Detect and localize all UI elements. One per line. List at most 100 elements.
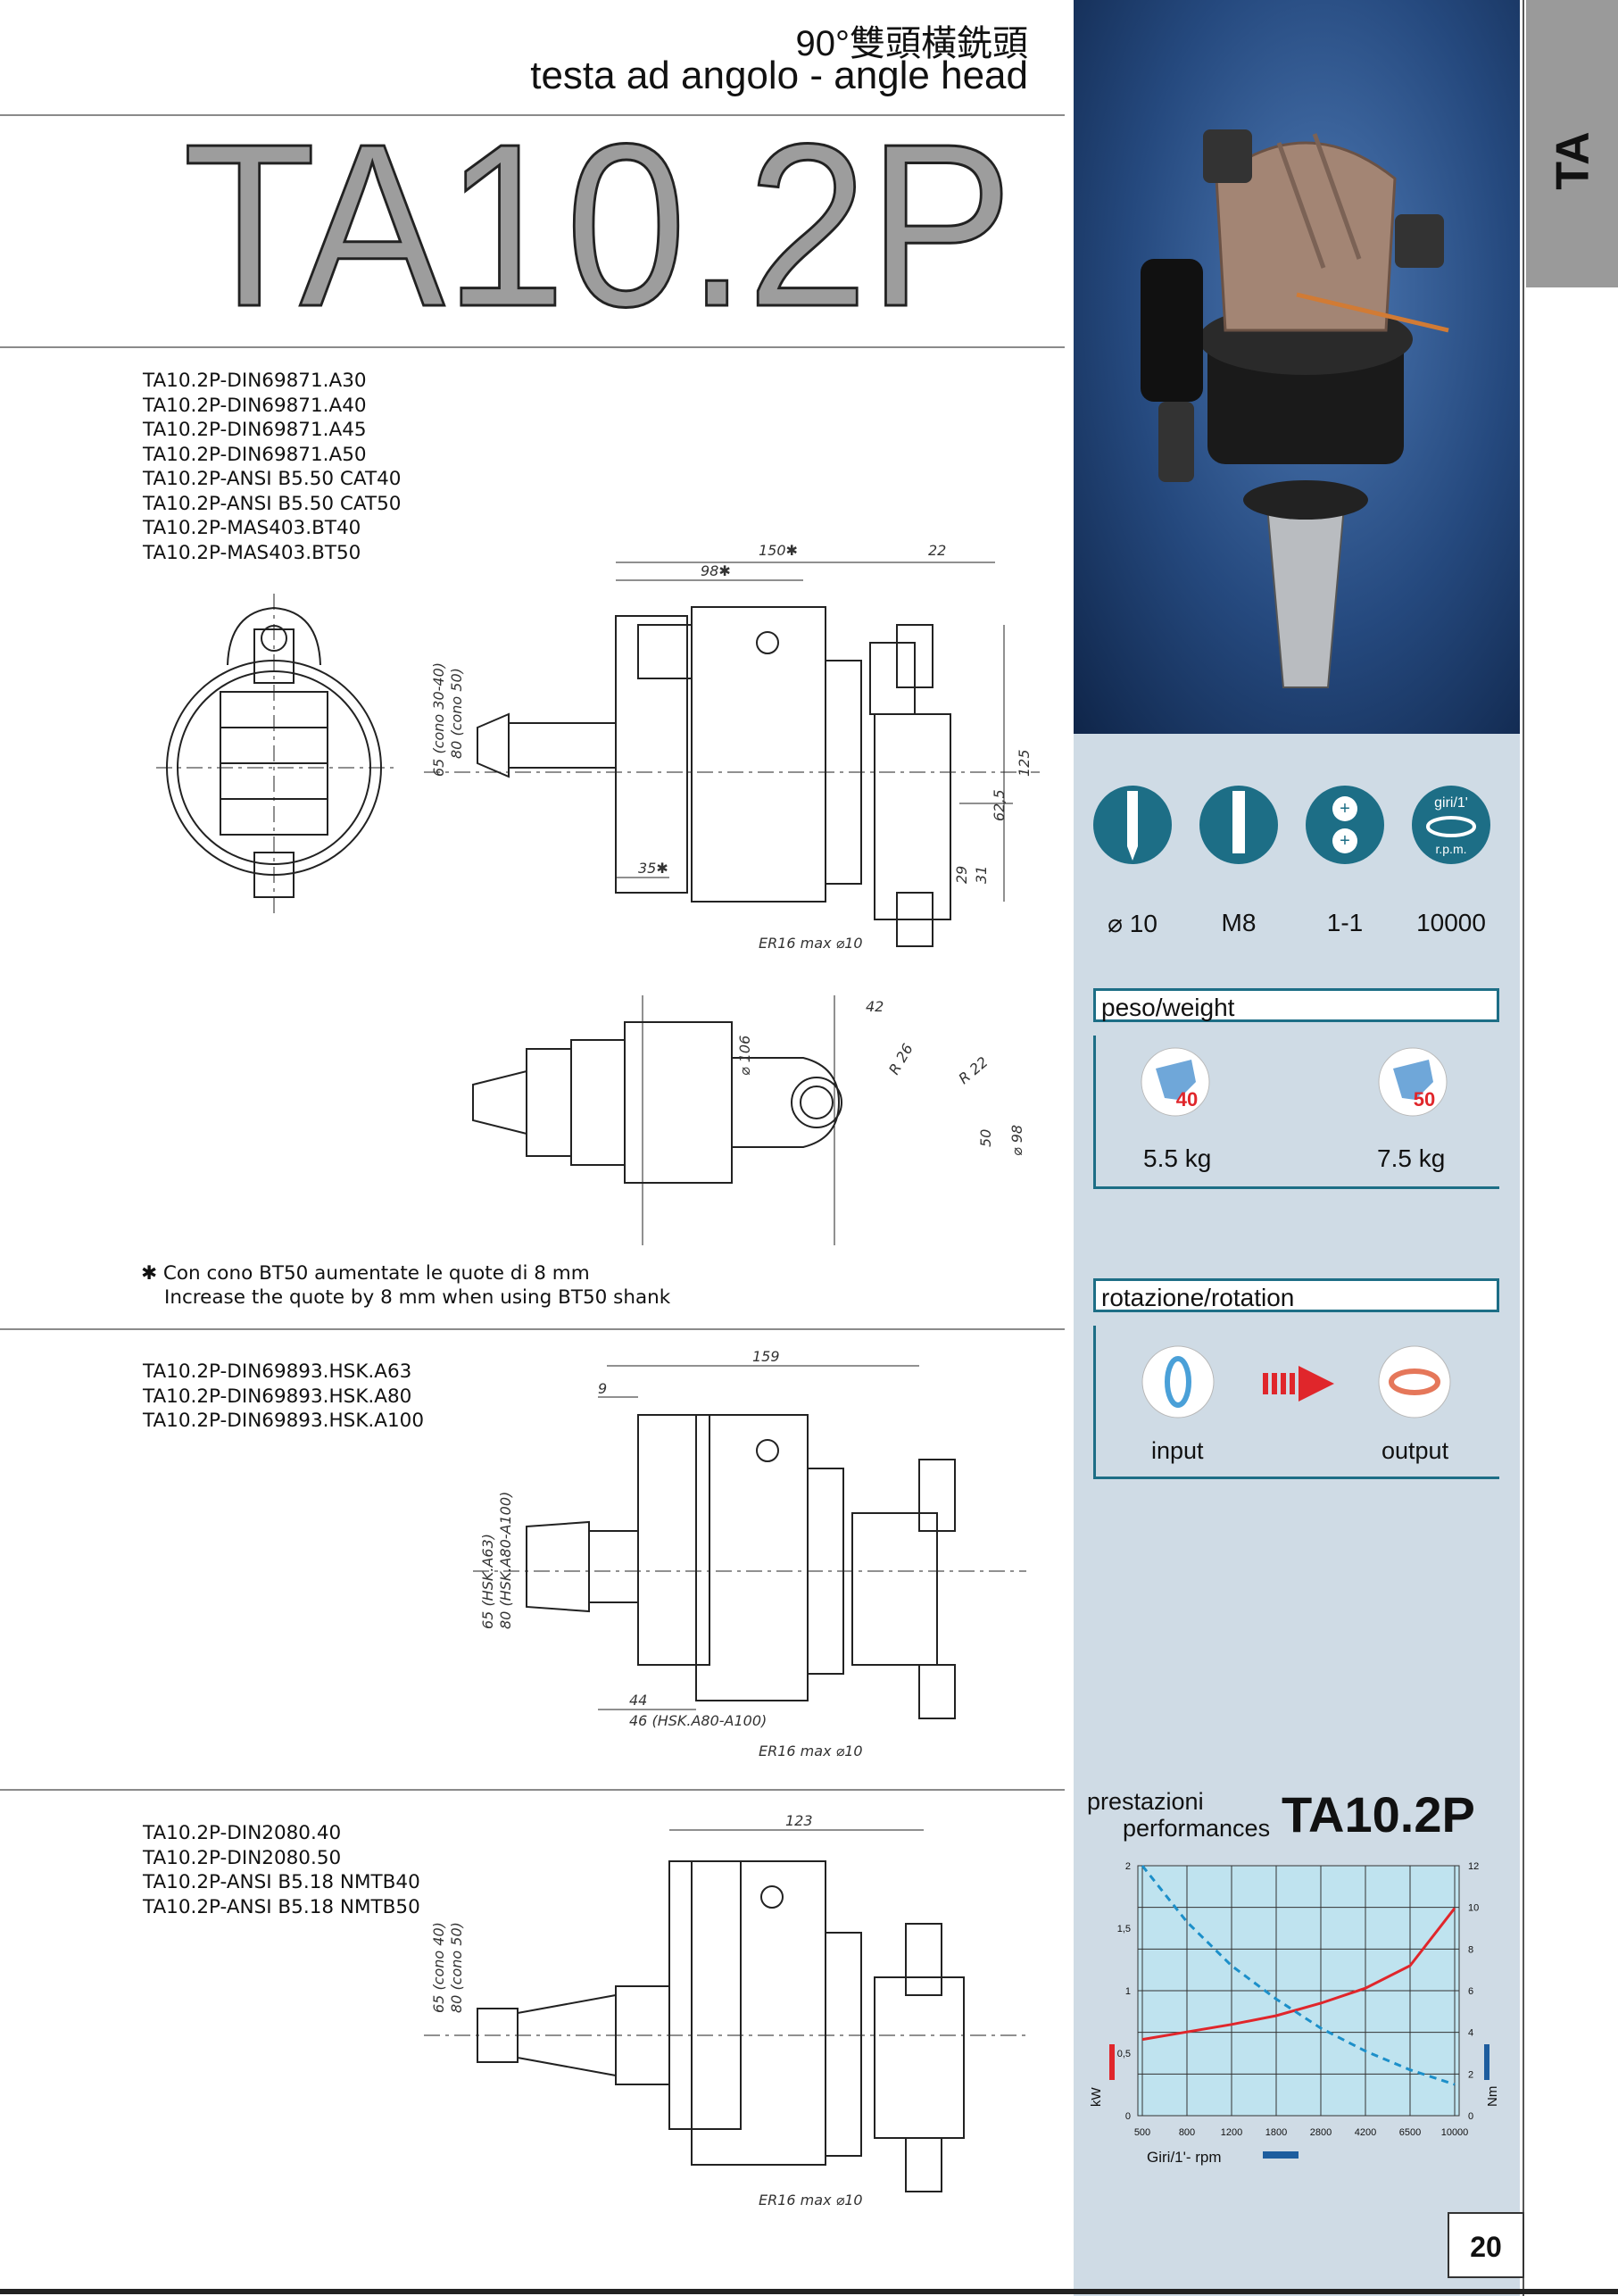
spec-thread: M8 bbox=[1221, 909, 1257, 936]
left-tick-label: 1 bbox=[1125, 1986, 1131, 1997]
right-tick-label: 12 bbox=[1468, 1861, 1479, 1872]
cone-40-icon: 40 bbox=[1141, 1047, 1210, 1117]
rotation-input-label: input bbox=[1151, 1437, 1204, 1464]
code-item: TA10.2P-DIN69893.HSK.A100 bbox=[143, 1410, 424, 1432]
dim-46: 46 (HSK.A80-A100) bbox=[629, 1712, 767, 1729]
dim-44: 44 bbox=[629, 1692, 647, 1709]
x-tick-label: 4200 bbox=[1355, 2127, 1376, 2138]
code-item: TA10.2P-ANSI B5.18 NMTB50 bbox=[143, 1895, 420, 1918]
x-tick-label: 800 bbox=[1179, 2127, 1195, 2138]
top-view-drawing: 42 ⌀ 106 R 26 R 22 50 ⌀ 98 bbox=[472, 995, 1025, 1245]
dim-42: 42 bbox=[866, 998, 884, 1015]
right-tick-label: 0 bbox=[1468, 2111, 1473, 2122]
gear-ratio-icon: + + bbox=[1306, 786, 1384, 864]
x-axis-arrow-icon bbox=[1263, 2151, 1299, 2159]
dim-62-5: 62,5 bbox=[991, 789, 1008, 821]
left-tick-label: 2 bbox=[1125, 1861, 1131, 1872]
code-item: TA10.2P-ANSI B5.18 NMTB40 bbox=[143, 1871, 420, 1893]
code-item: TA10.2P-DIN69871.A45 bbox=[143, 419, 367, 441]
drill-bit-icon bbox=[1093, 786, 1172, 864]
code-list-group-3: TA10.2P-DIN2080.40 TA10.2P-DIN2080.50 TA… bbox=[143, 1821, 420, 1919]
bottom-rule bbox=[0, 2289, 1618, 2294]
left-tick-label: 0 bbox=[1125, 2111, 1131, 2122]
weight-icons: 40 50 bbox=[1141, 1047, 1448, 1117]
code-item: TA10.2P-ANSI B5.50 CAT50 bbox=[143, 492, 402, 515]
right-tick-label: 10 bbox=[1468, 1903, 1479, 1914]
dim-50: 50 bbox=[977, 1129, 994, 1147]
model-heading: TA10.2P bbox=[183, 98, 1015, 330]
dim-159: 159 bbox=[752, 1348, 780, 1365]
x-tick-label: 1800 bbox=[1265, 2127, 1287, 2138]
header-rule bbox=[0, 114, 1065, 116]
performance-model: TA10.2P bbox=[1282, 1786, 1475, 1843]
angle-head-illustration bbox=[1141, 129, 1449, 688]
tab-divider bbox=[1523, 0, 1524, 2296]
dim-65-hsk: 65 (HSK.A63) bbox=[479, 1534, 496, 1629]
code-item: TA10.2P-MAS403.BT40 bbox=[143, 517, 361, 539]
left-tick-label: 0,5 bbox=[1117, 2049, 1131, 2059]
dim-er16-din: ER16 max ⌀10 bbox=[759, 2192, 863, 2209]
kw-power-line bbox=[1141, 1907, 1456, 2042]
spec-icons: + + giri/1' r.p.m. bbox=[1093, 786, 1490, 864]
dim-diameter-98: ⌀ 98 bbox=[1008, 1125, 1025, 1156]
code-item: TA10.2P-DIN69893.HSK.A80 bbox=[143, 1385, 412, 1408]
code-item: TA10.2P-DIN69893.HSK.A63 bbox=[143, 1360, 412, 1383]
nm-arrow-icon bbox=[1484, 2044, 1489, 2080]
section-tab-label: TA bbox=[1547, 131, 1599, 190]
title-italian-english: testa ad angolo - angle head bbox=[530, 54, 1028, 97]
input-rotation-icon bbox=[1141, 1345, 1215, 1418]
code-item: TA10.2P-DIN69871.A50 bbox=[143, 443, 367, 466]
dim-150: 150✱ bbox=[759, 542, 798, 559]
dim-22: 22 bbox=[928, 542, 946, 559]
dim-125: 125 bbox=[1016, 749, 1033, 777]
title-chinese: 90°雙頭橫銑頭 bbox=[795, 24, 1029, 63]
rotation-icons bbox=[1141, 1345, 1451, 1418]
section-tab[interactable] bbox=[1526, 0, 1618, 287]
dim-r22: R 22 bbox=[955, 1053, 991, 1087]
rpm-badge-bottom: r.p.m. bbox=[1435, 842, 1466, 856]
code-item: TA10.2P-DIN69871.A40 bbox=[143, 394, 367, 417]
svg-text:+: + bbox=[1340, 831, 1350, 851]
right-tick-label: 4 bbox=[1468, 2028, 1473, 2039]
x-tick-label: 6500 bbox=[1399, 2127, 1421, 2138]
kw-arrow-icon bbox=[1109, 2044, 1115, 2080]
note-line-1: Con cono BT50 aumentate le quote di 8 mm bbox=[162, 1262, 590, 1285]
code-list-group-1: TA10.2P-DIN69871.A30 TA10.2P-DIN69871.A4… bbox=[143, 369, 401, 565]
rotation-title: rotazione/rotation bbox=[1093, 1278, 1499, 1312]
code-list-group-2: TA10.2P-DIN69893.HSK.A63 TA10.2P-DIN6989… bbox=[143, 1360, 424, 1434]
spec-diameter: ⌀ 10 bbox=[1108, 910, 1157, 937]
bt50-note: ✱ Con cono BT50 aumentate le quote di 8 … bbox=[141, 1261, 670, 1310]
performance-title-italian: prestazioni bbox=[1087, 1788, 1204, 1815]
weight-panel bbox=[1093, 1036, 1499, 1189]
dim-er16-hsk: ER16 max ⌀10 bbox=[759, 1743, 863, 1759]
dim-er16: ER16 max ⌀10 bbox=[759, 935, 863, 952]
tap-icon bbox=[1199, 786, 1278, 864]
dim-9: 9 bbox=[598, 1380, 607, 1397]
note-line-2: Increase the quote by 8 mm when using BT… bbox=[164, 1286, 671, 1309]
x-tick-label: 10000 bbox=[1441, 2127, 1469, 2138]
dim-80-cone-50: 80 (cono 50) bbox=[448, 1922, 465, 2013]
section-rule-2 bbox=[0, 1328, 1065, 1330]
cone-50-icon: 50 bbox=[1378, 1047, 1448, 1117]
dim-diameter-106: ⌀ 106 bbox=[736, 1036, 753, 1076]
rpm-icon: giri/1' r.p.m. bbox=[1412, 786, 1490, 864]
dim-r26: R 26 bbox=[885, 1041, 917, 1077]
section-rule-3 bbox=[0, 1789, 1065, 1791]
output-rotation-icon bbox=[1378, 1345, 1451, 1418]
cone-50-badge: 50 bbox=[1414, 1088, 1435, 1111]
left-axis-label: kW bbox=[1089, 2087, 1104, 2108]
code-item: TA10.2P-DIN2080.50 bbox=[143, 1846, 342, 1869]
right-tick-label: 2 bbox=[1468, 2069, 1473, 2080]
spec-ratio: 1-1 bbox=[1326, 909, 1364, 936]
x-tick-label: 2800 bbox=[1310, 2127, 1332, 2138]
spec-rpm: 10000 bbox=[1416, 909, 1486, 936]
svg-text:+: + bbox=[1340, 799, 1350, 819]
dim-65-cone-40: 65 (cono 40) bbox=[430, 1922, 447, 2013]
direction-arrow-icon bbox=[1263, 1366, 1334, 1402]
side-view-drawing-1: 150✱ 22 98✱ 35✱ 65 (cono 30-40) 80 (cono… bbox=[424, 542, 1040, 952]
note-star: ✱ bbox=[141, 1262, 158, 1285]
dim-80-cone: 80 (cono 50) bbox=[448, 668, 465, 759]
side-view-drawing-hsk: 159 9 65 (HSK.A63) 80 (HSK.A80-A100) 44 … bbox=[473, 1348, 1026, 1759]
dim-31: 31 bbox=[973, 866, 990, 884]
